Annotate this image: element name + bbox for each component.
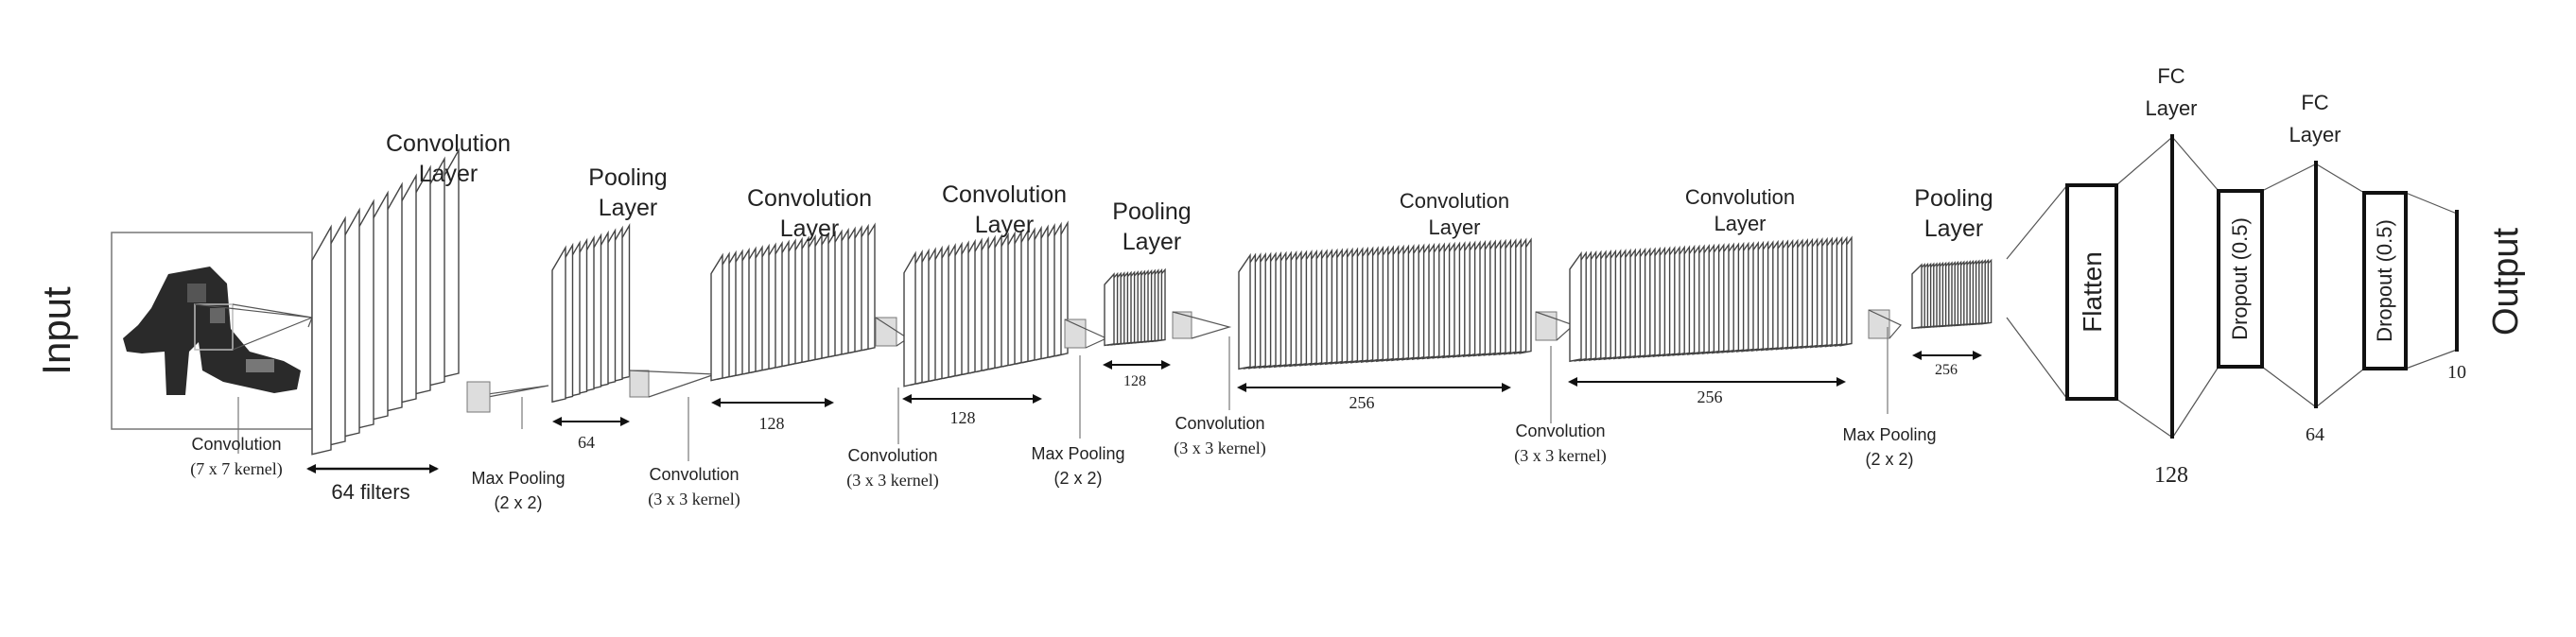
conv4-size-label: 256: [1349, 393, 1375, 412]
conv3-kernel-line2: (3 x 3 kernel): [846, 471, 938, 491]
pool2-title-line1: Pooling: [1112, 198, 1191, 225]
fc1-title-line2: Layer: [2145, 96, 2197, 120]
dropout2-layer: [2362, 191, 2408, 370]
conv3-kernel-line1: Convolution: [847, 446, 937, 465]
pool2-size-label: 128: [1123, 373, 1146, 389]
pool3-feature-map: [1911, 263, 1923, 330]
conv5-title-line1: Convolution: [1685, 185, 1795, 209]
conv5-feature-map: [1569, 250, 1582, 363]
pool1-title-line2: Layer: [599, 195, 658, 221]
conv4-title-line1: Convolution: [1400, 189, 1509, 213]
pool3-title-line1: Pooling: [1914, 185, 1993, 212]
conv5-size-label: 256: [1697, 387, 1723, 406]
fc1-units-label: 128: [2154, 463, 2188, 488]
conv2-size-label: 128: [759, 414, 785, 433]
fc2-title-line2: Layer: [2289, 123, 2341, 146]
output-label: Output: [2486, 228, 2526, 336]
conv1-kernel-line2: (7 x 7 kernel): [190, 459, 282, 479]
conv4-kernel-line1: Convolution: [1175, 414, 1264, 433]
pool2-feature-map: [1104, 272, 1115, 347]
pool2-block: Pooling Layer 128 Max Pooling (2 x 2): [1031, 198, 1232, 488]
conv2-title-line2: Layer: [780, 215, 840, 242]
conv2-title-line1: Convolution: [747, 185, 872, 212]
input-image: [111, 232, 313, 430]
conv4-block: Convolution Layer 256 Convolution (3 x 3…: [1174, 189, 1575, 458]
conv1-size-label: 64 filters: [331, 480, 409, 504]
conv4-title-line2: Layer: [1428, 215, 1480, 239]
conv3-block: Convolution Layer 128 Convolution (3 x 3…: [846, 181, 1108, 491]
conv3-title-line2: Layer: [975, 212, 1035, 238]
output-units-label: 10: [2447, 362, 2466, 383]
pool2-kernel-line1: Max Pooling: [1031, 444, 1124, 463]
conv4-feature-map: [1238, 252, 1251, 370]
flatten-layer: [2065, 183, 2118, 401]
conv5-title-line2: Layer: [1714, 212, 1766, 235]
pool2-kernel-line2: (2 x 2): [1053, 469, 1102, 488]
pool2-title-line2: Layer: [1123, 229, 1182, 255]
pool3-size-label: 256: [1935, 362, 1958, 378]
dropout2-label: Dropout (0.5): [2373, 219, 2396, 342]
dropout1-label: Dropout (0.5): [2228, 217, 2252, 340]
pool1-block: Pooling Layer 64 Max Pooling (2 x 2): [471, 164, 716, 512]
pool1-kernel-line1: Max Pooling: [471, 469, 565, 488]
input-label: Input: [34, 286, 78, 375]
pool1-kernel-line2: (2 x 2): [494, 493, 542, 512]
pool1-size-label: 64: [578, 433, 595, 452]
conv1-block: Convolution Layer 64 filters Convolution…: [190, 130, 549, 504]
pool3-kernel-line1: Max Pooling: [1842, 425, 1936, 444]
conv2-block: Convolution Layer 128 Convolution (3 x 3…: [648, 185, 910, 509]
fc2-units-label: 64: [2306, 424, 2324, 445]
flatten-label: Flatten: [2078, 251, 2107, 333]
pool1-feature-map: [551, 245, 566, 404]
conv2-kernel-line2: (3 x 3 kernel): [648, 490, 740, 509]
boot-icon: [123, 267, 301, 395]
fc2-title-line1: FC: [2301, 91, 2328, 114]
pool3-block: Pooling Layer 256 Max Pooling (2 x 2): [1842, 185, 1993, 469]
conv1-title-line2: Layer: [419, 161, 479, 187]
conv1-feature-map: [311, 224, 332, 456]
fc1-title-line1: FC: [2157, 64, 2184, 88]
conv5-block: Convolution Layer 256 Convolution (3 x 3…: [1514, 185, 1902, 466]
pool1-title-line1: Pooling: [588, 164, 667, 191]
pool3-title-line2: Layer: [1924, 215, 1984, 242]
conv3-feature-map: [903, 250, 916, 387]
conv3-title-line1: Convolution: [942, 181, 1067, 208]
conv1-kernel-line1: Convolution: [191, 435, 281, 454]
conv4-kernel-line2: (3 x 3 kernel): [1174, 439, 1265, 458]
dropout1-layer: [2217, 189, 2264, 369]
conv5-kernel-line1: Convolution: [1515, 422, 1605, 440]
conv2-feature-map: [710, 252, 723, 382]
dense-head: Flatten FC Layer 128 Dropout (0.5) FC La…: [2006, 64, 2526, 488]
conv2-kernel-line1: Convolution: [649, 465, 739, 484]
conv3-size-label: 128: [950, 408, 976, 427]
pool3-kernel-line2: (2 x 2): [1865, 450, 1913, 469]
conv1-title-line1: Convolution: [386, 130, 511, 157]
conv5-kernel-line2: (3 x 3 kernel): [1514, 446, 1606, 466]
